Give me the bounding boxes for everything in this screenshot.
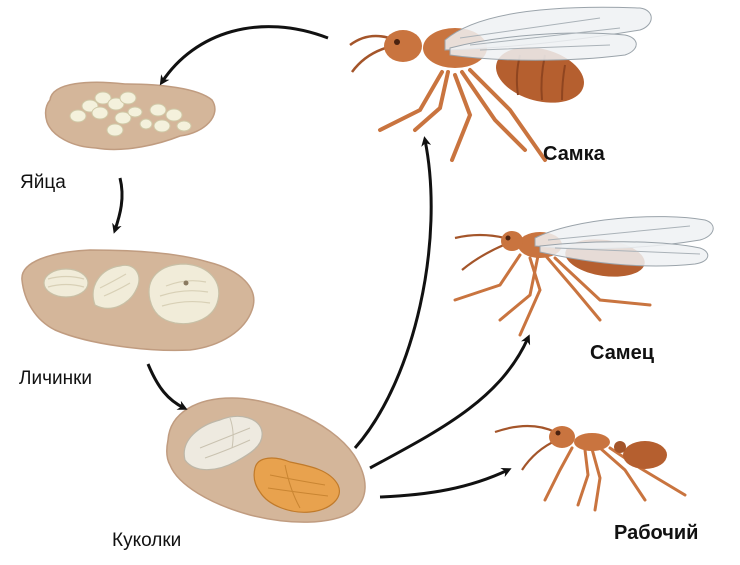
male-head: [501, 231, 523, 251]
pupae-pile: [165, 397, 366, 523]
worker-antenna: [494, 424, 558, 471]
larva-large: [148, 263, 220, 325]
arrow-larvae-to-pupae: [146, 363, 188, 410]
larvae-label: Личинки: [19, 368, 93, 389]
male-wings: [534, 216, 714, 267]
male-antenna: [454, 233, 507, 271]
larva-small: [43, 268, 89, 298]
worker-label: Рабочий: [614, 522, 699, 544]
male-eye: [505, 235, 511, 241]
arrow-pupae-to-male: [369, 334, 531, 470]
eggs: [69, 91, 192, 137]
eggs-label: Яйца: [20, 172, 66, 193]
cycle-arrows: [112, 25, 531, 499]
larvae-pile: [21, 249, 255, 352]
worker-head: [549, 426, 575, 448]
arrow-queen-to-eggs: [159, 25, 329, 86]
queen-ant: [349, 6, 652, 162]
queen-label: Самка: [543, 143, 605, 165]
queen-legs: [378, 68, 547, 162]
larvae: [43, 263, 220, 325]
male-label: Самец: [590, 342, 655, 364]
worker-petiole: [614, 441, 626, 453]
male-legs: [453, 253, 652, 337]
worker-gaster: [623, 441, 667, 469]
arrow-pupae-to-worker: [379, 468, 512, 499]
pupae-label: Куколки: [112, 530, 182, 551]
larva-medium: [92, 264, 140, 309]
arrow-pupae-to-queen: [353, 136, 433, 449]
worker-eye: [555, 430, 561, 436]
larvae-mound: [21, 249, 255, 352]
worker-legs: [543, 446, 687, 512]
arrow-eggs-to-larvae: [112, 177, 124, 234]
queen-head: [384, 30, 422, 62]
worker-ant: [494, 424, 687, 512]
pupa-white: [183, 415, 263, 471]
queen-wings: [444, 6, 652, 61]
worker-thorax: [574, 433, 610, 451]
male-ant: [453, 216, 714, 337]
eggs-pile: [44, 81, 216, 151]
pupa-orange: [253, 457, 340, 513]
queen-eye: [394, 39, 400, 45]
